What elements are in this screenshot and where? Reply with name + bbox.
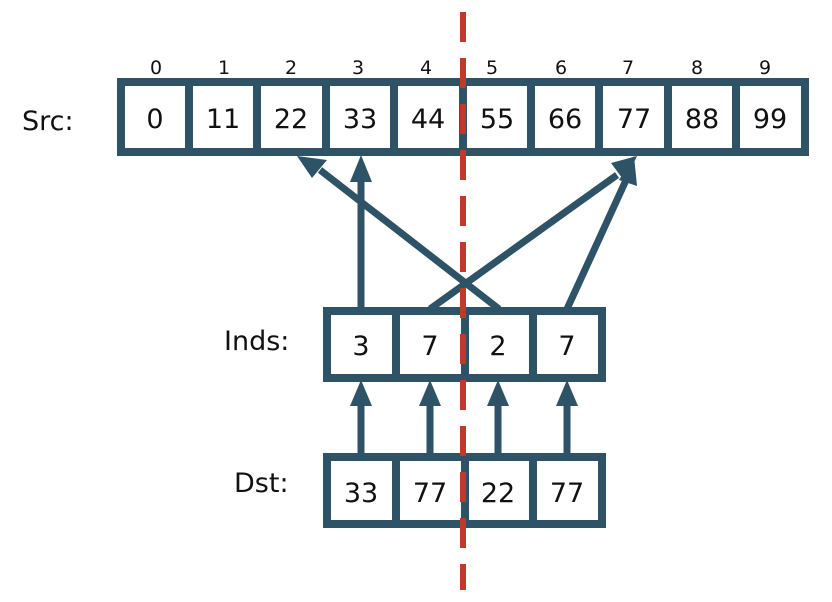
src-index: 0 xyxy=(150,57,162,79)
src-value: 88 xyxy=(685,104,719,135)
src-label: Src: xyxy=(22,106,74,137)
dst-values: 33 77 22 77 xyxy=(344,478,584,509)
arrowhead-up-icon xyxy=(297,156,327,178)
inds-to-src-arrows xyxy=(317,167,631,312)
arrow-shaft-ind1-to-src7 xyxy=(427,172,620,312)
inds-label: Inds: xyxy=(224,326,289,357)
src-index: 4 xyxy=(420,57,432,79)
src-value: 33 xyxy=(343,104,377,135)
src-value: 77 xyxy=(617,104,651,135)
arrow-shaft-ind2-to-src2 xyxy=(317,167,502,312)
src-index: 7 xyxy=(622,57,634,79)
dst-to-inds-arrowheads xyxy=(350,380,578,406)
inds-value: 7 xyxy=(421,331,438,362)
src-index: 2 xyxy=(285,57,297,79)
src-index: 9 xyxy=(759,57,771,79)
dst-to-inds-arrows xyxy=(357,404,571,455)
src-value: 11 xyxy=(206,104,240,135)
src-index: 6 xyxy=(555,57,567,79)
arrowhead-up-icon xyxy=(419,380,441,406)
src-index: 3 xyxy=(352,57,364,79)
src-value: 22 xyxy=(274,104,308,135)
src-index: 8 xyxy=(691,57,703,79)
src-index: 5 xyxy=(486,57,498,79)
src-values: 0 11 22 33 44 55 66 77 88 99 xyxy=(146,104,787,135)
inds-value: 7 xyxy=(558,331,575,362)
arrowhead-up-icon xyxy=(619,156,637,186)
dst-value: 22 xyxy=(481,478,515,509)
src-value: 44 xyxy=(411,104,445,135)
arrowhead-up-icon xyxy=(487,380,509,406)
inds-value: 3 xyxy=(352,331,369,362)
dst-value: 33 xyxy=(344,478,378,509)
inds-to-src-arrowheads xyxy=(297,155,637,186)
dst-value: 77 xyxy=(413,478,447,509)
src-value: 99 xyxy=(753,104,787,135)
src-value: 55 xyxy=(480,104,514,135)
inds-values: 3 7 2 7 xyxy=(352,331,575,362)
arrowhead-up-icon xyxy=(350,155,372,182)
src-value: 66 xyxy=(548,104,582,135)
dst-value: 77 xyxy=(550,478,584,509)
src-index: 1 xyxy=(218,57,230,79)
src-value: 0 xyxy=(146,104,163,135)
arrowhead-up-icon xyxy=(350,380,372,406)
arrowhead-up-icon xyxy=(556,380,578,406)
src-index-row: 0 1 2 3 4 5 6 7 8 9 xyxy=(150,57,771,79)
inds-value: 2 xyxy=(489,331,506,362)
arrow-shaft-ind3-to-src7 xyxy=(563,176,631,311)
dst-label: Dst: xyxy=(234,468,289,499)
